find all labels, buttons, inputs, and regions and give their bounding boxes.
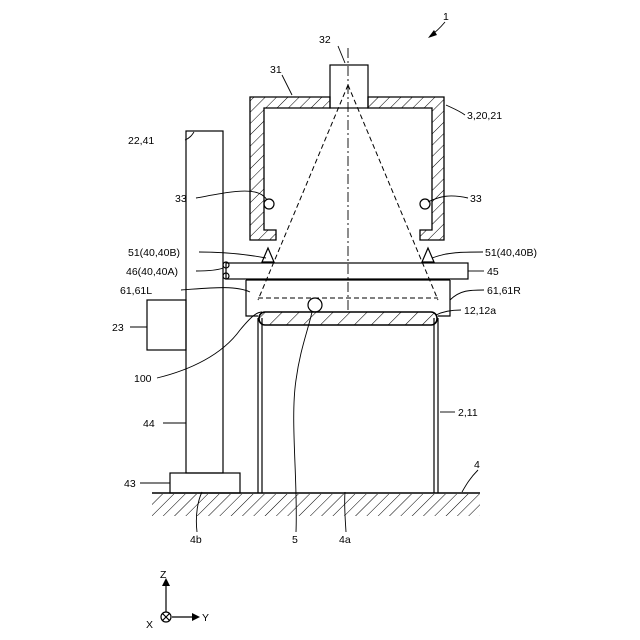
plate xyxy=(226,263,468,279)
post xyxy=(186,131,223,473)
object-sphere xyxy=(308,298,322,312)
label-light-left: 33 xyxy=(175,193,187,205)
post-base xyxy=(170,473,240,493)
label-floor-a: 4a xyxy=(339,534,351,546)
label-housing: 31 xyxy=(270,64,282,76)
axis-x-label: X xyxy=(146,619,153,631)
label-camera: 32 xyxy=(319,34,331,46)
label-frame: 22,41 xyxy=(128,135,154,147)
housing xyxy=(250,97,444,240)
label-post: 44 xyxy=(143,418,155,430)
axis-y-label: Y xyxy=(202,612,209,624)
label-floor-b: 4b xyxy=(190,534,202,546)
label-light-right: 33 xyxy=(470,193,482,205)
support-right xyxy=(422,248,434,262)
support-left xyxy=(262,248,274,262)
label-floor: 4 xyxy=(474,459,480,471)
label-hinge: 46(40,40A) xyxy=(126,266,178,278)
label-plate: 45 xyxy=(487,266,499,278)
axes-indicator xyxy=(161,578,200,622)
label-support-left: 51(40,40B) xyxy=(128,247,180,259)
light-left xyxy=(264,199,274,209)
lid xyxy=(259,312,437,325)
controller-box xyxy=(147,300,186,350)
light-right xyxy=(420,199,430,209)
label-lid: 12,12a xyxy=(464,305,496,317)
floor xyxy=(152,493,480,516)
container xyxy=(258,318,438,493)
label-bracket-left: 61,61L xyxy=(120,285,152,297)
label-base: 43 xyxy=(124,478,136,490)
leader-lines xyxy=(130,46,484,532)
label-housing-ref: 3,20,21 xyxy=(467,110,502,122)
label-controller: 23 xyxy=(112,322,124,334)
label-target: 100 xyxy=(134,373,152,385)
label-object: 5 xyxy=(292,534,298,546)
label-container: 2,11 xyxy=(458,407,478,419)
device-arrow xyxy=(428,22,445,38)
label-support-right: 51(40,40B) xyxy=(485,247,537,259)
label-device: 1 xyxy=(443,11,449,23)
axis-z-label: Z xyxy=(160,569,167,581)
label-bracket-right: 61,61R xyxy=(487,285,521,297)
